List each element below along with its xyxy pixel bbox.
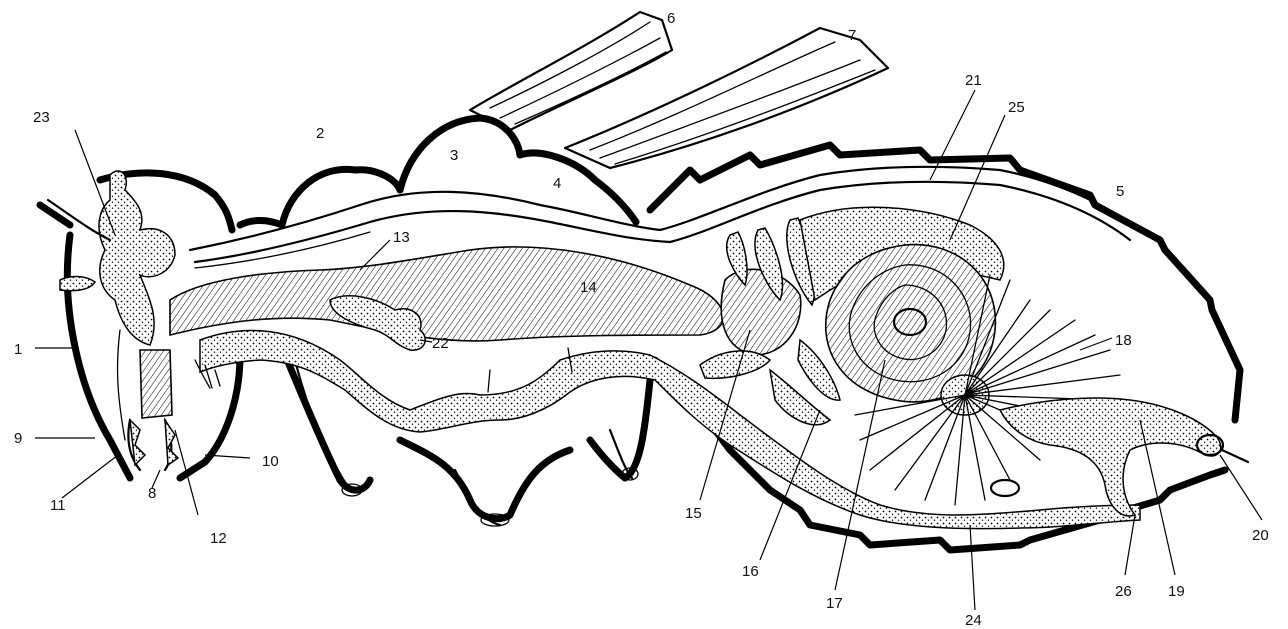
label-8: 8 bbox=[148, 485, 156, 502]
label-24: 24 bbox=[965, 612, 982, 629]
label-1: 1 bbox=[14, 341, 22, 358]
label-14: 14 bbox=[580, 279, 597, 296]
label-11: 11 bbox=[50, 497, 66, 514]
label-19: 19 bbox=[1168, 583, 1185, 600]
label-5: 5 bbox=[1116, 183, 1124, 200]
label-17: 17 bbox=[826, 595, 843, 612]
label-18: 18 bbox=[1115, 332, 1132, 349]
label-25: 25 bbox=[1008, 99, 1025, 116]
label-6: 6 bbox=[667, 10, 675, 27]
thoracic-terga bbox=[240, 118, 636, 225]
label-13: 13 bbox=[393, 229, 410, 246]
crop-foregut bbox=[170, 247, 723, 341]
label-20: 20 bbox=[1252, 527, 1269, 544]
label-4: 4 bbox=[553, 175, 561, 192]
label-23: 23 bbox=[33, 109, 50, 126]
label-7: 7 bbox=[848, 27, 856, 44]
label-22: 22 bbox=[432, 335, 449, 352]
label-15: 15 bbox=[685, 505, 702, 522]
label-10: 10 bbox=[262, 453, 279, 470]
hindwing bbox=[565, 28, 888, 168]
label-3: 3 bbox=[450, 147, 458, 164]
label-26: 26 bbox=[1115, 583, 1132, 600]
label-9: 9 bbox=[14, 430, 22, 447]
label-16: 16 bbox=[742, 563, 759, 580]
hindgut-rectum bbox=[991, 398, 1248, 516]
forewing bbox=[470, 12, 672, 130]
label-2: 2 bbox=[316, 125, 324, 142]
label-21: 21 bbox=[965, 72, 982, 89]
label-12: 12 bbox=[210, 530, 227, 547]
